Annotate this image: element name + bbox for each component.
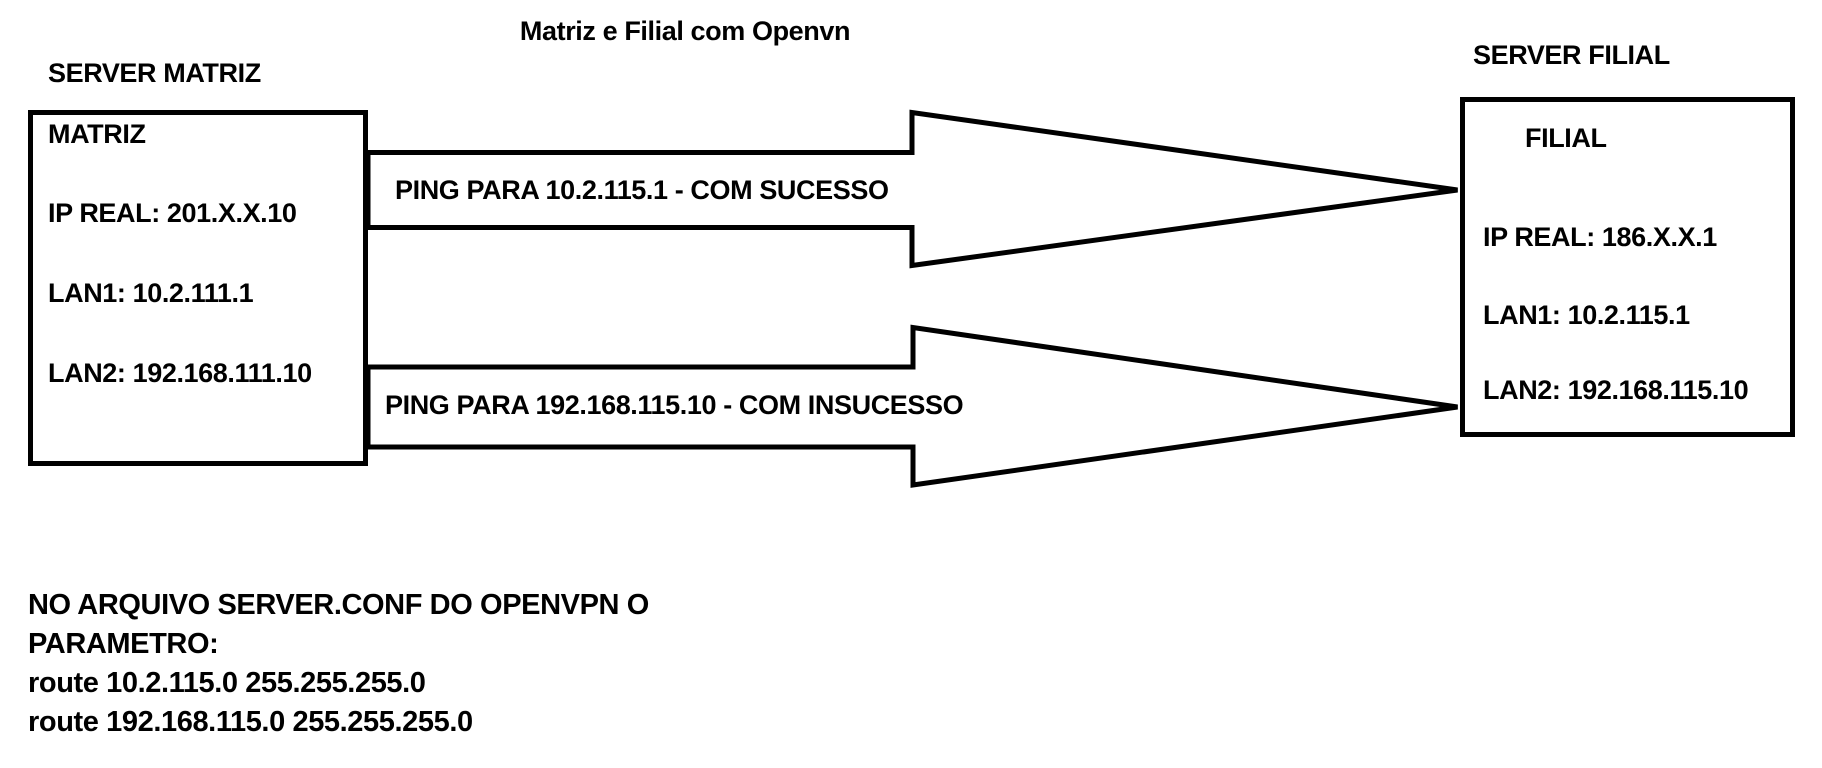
server-matriz-heading: SERVER MATRIZ: [48, 58, 261, 88]
note-line-4: route 192.168.115.0 255.255.255.0: [28, 706, 473, 738]
ping-success-arrow-shape: [365, 109, 1458, 269]
ping-success-label: PING PARA 10.2.115.1 - COM SUCESSO: [395, 175, 889, 205]
filial-server-box: FILIAL IP REAL: 186.X.X.1 LAN1: 10.2.115…: [1460, 97, 1795, 437]
filial-name-label: FILIAL: [1525, 123, 1607, 153]
filial-ip-real-label: IP REAL: 186.X.X.1: [1483, 222, 1717, 252]
note-line-1: NO ARQUIVO SERVER.CONF DO OPENVPN O: [28, 589, 649, 621]
ping-failure-label: PING PARA 192.168.115.10 - COM INSUCESSO: [385, 390, 964, 420]
matriz-lan2-label: LAN2: 192.168.111.10: [48, 358, 312, 388]
openvpn-config-note: NO ARQUIVO SERVER.CONF DO OPENVPN O PARA…: [28, 586, 649, 742]
matriz-lan1-label: LAN1: 10.2.111.1: [48, 278, 254, 308]
note-line-3: route 10.2.115.0 255.255.255.0: [28, 667, 426, 699]
matriz-name-label: MATRIZ: [48, 119, 146, 149]
diagram-title: Matriz e Filial com Openvn: [519, 16, 851, 46]
filial-lan1-label: LAN1: 10.2.115.1: [1483, 300, 1690, 330]
matriz-ip-real-label: IP REAL: 201.X.X.10: [48, 198, 297, 228]
ping-failure-arrow-shape: [365, 324, 1458, 488]
server-filial-heading: SERVER FILIAL: [1473, 40, 1670, 70]
note-line-2: PARAMETRO:: [28, 628, 219, 660]
filial-lan2-label: LAN2: 192.168.115.10: [1483, 375, 1749, 405]
matriz-server-box: MATRIZ IP REAL: 201.X.X.10 LAN1: 10.2.11…: [28, 110, 368, 466]
